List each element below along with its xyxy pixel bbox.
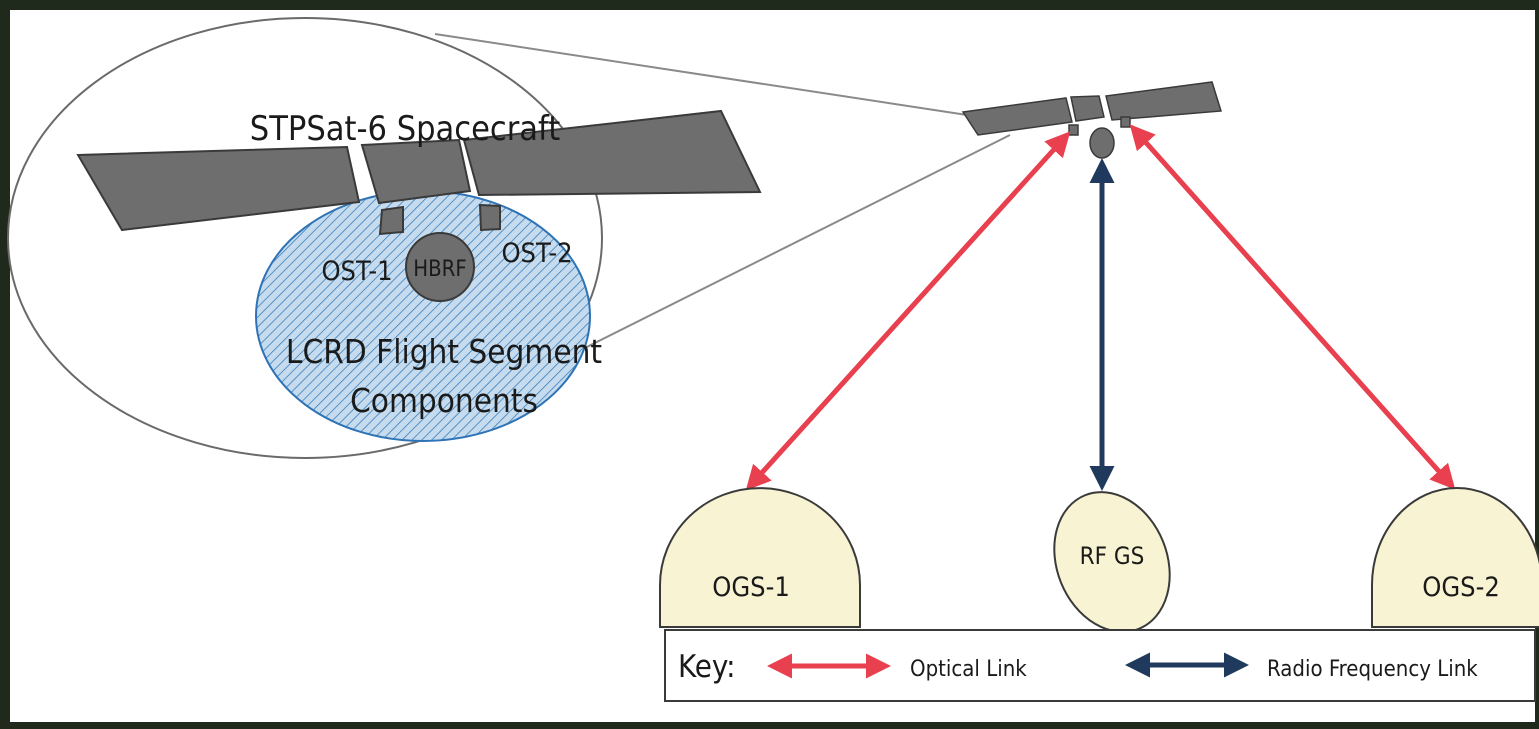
small-spacecraft-bus (1070, 95, 1105, 122)
ost2-label: OST-2 (501, 238, 572, 269)
solar-panel-left (76, 145, 361, 232)
small-solar-panel-left (961, 97, 1073, 136)
segment-label-line2: Components (350, 381, 538, 420)
ost1-label: OST-1 (321, 256, 392, 287)
small-ost1-terminal (1068, 124, 1079, 136)
key-box (664, 629, 1536, 702)
key-optical-label: Optical Link (910, 657, 1027, 682)
key-title: Key: (678, 649, 736, 685)
optical-link-ogs1 (745, 131, 1071, 491)
small-ost2-terminal (1120, 116, 1131, 128)
key-rf-label: Radio Frequency Link (1267, 657, 1478, 682)
ogs1-dome (659, 487, 861, 628)
small-hbrf-module (1089, 127, 1115, 159)
ost2-terminal (478, 203, 501, 232)
segment-label-line1: LCRD Flight Segment (286, 332, 602, 371)
ost1-terminal (378, 205, 404, 236)
rfgs-label: RF GS (1080, 542, 1145, 570)
hbrf-module (405, 232, 475, 302)
ogs2-dome (1371, 487, 1539, 628)
small-solar-panel-right (1105, 81, 1222, 121)
zoom-line-top (434, 33, 968, 116)
ogs1-label: OGS-1 (712, 572, 790, 603)
ogs2-label: OGS-2 (1422, 572, 1500, 603)
spacecraft-bus (360, 138, 472, 205)
hbrf-label: HBRF (413, 257, 467, 282)
spacecraft-title: STPSat-6 Spacecraft (250, 109, 560, 149)
optical-link-ogs2 (1129, 124, 1456, 490)
rfgs-dish (1053, 491, 1171, 633)
